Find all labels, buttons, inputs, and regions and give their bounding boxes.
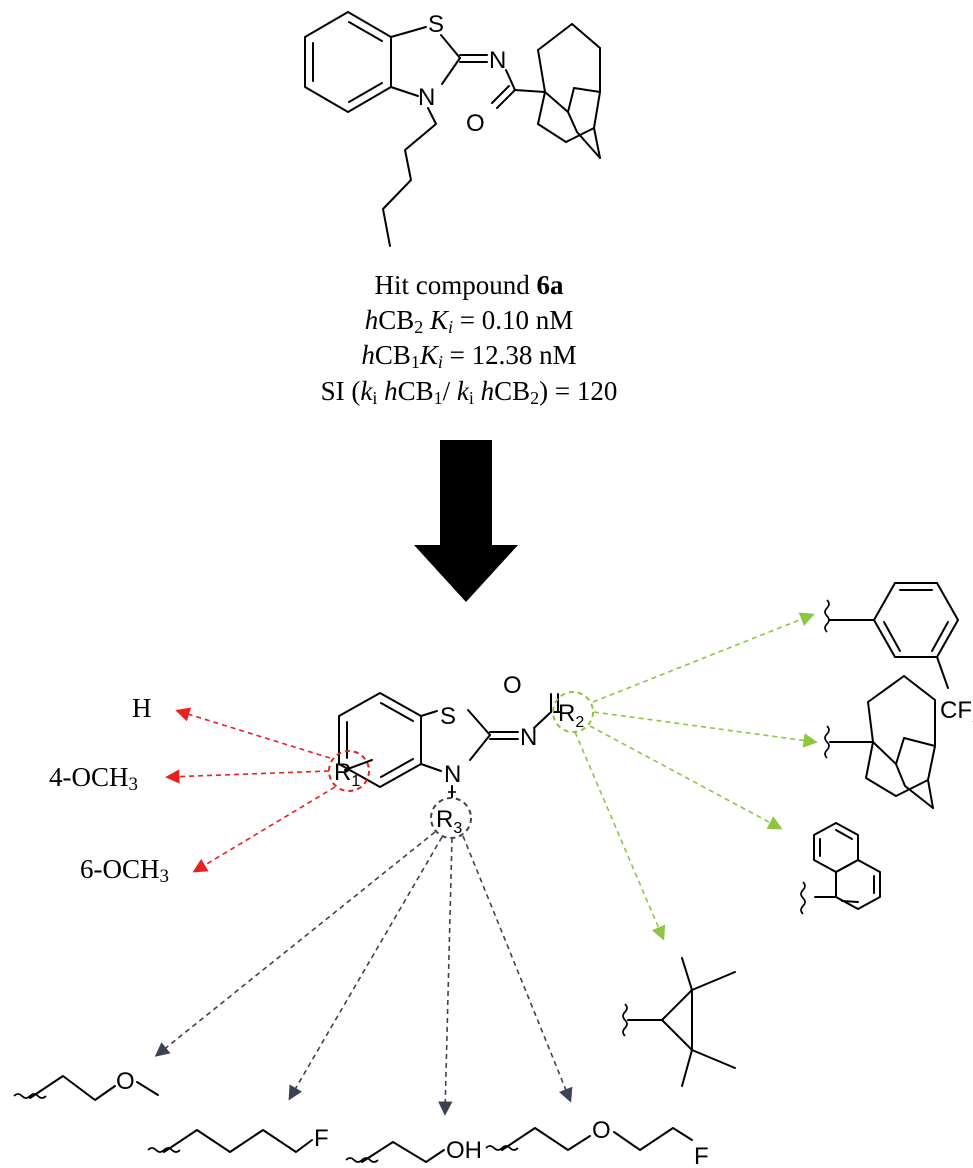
r3-arrow-fluoropentyl xyxy=(288,836,443,1101)
selectivity-index: SI (ki hCB1/ ki hCB2) = 120 xyxy=(321,376,618,408)
r3-arrow-methoxyethyl xyxy=(154,831,436,1057)
attachment-wavy-bond xyxy=(485,1145,519,1151)
r3-option-methoxyethyl: O xyxy=(13,1068,159,1101)
hydroxyl-label: OH xyxy=(446,1137,482,1164)
r3-arrow-fluoroethoxyethyl xyxy=(462,835,573,1103)
fluorine-atom: F xyxy=(314,1125,329,1152)
carbonyl-bond xyxy=(491,85,510,104)
cf3-label: CF3 xyxy=(940,697,973,728)
hit-compound-structure: S N N O xyxy=(304,11,601,247)
r2-option-tetramethylcyclopropyl xyxy=(622,957,736,1087)
r1-arrows xyxy=(165,707,336,873)
bond xyxy=(420,763,442,772)
r3-label: R3 xyxy=(436,806,462,837)
r1-option-6-och3: 6-OCH3 xyxy=(80,854,169,887)
bond xyxy=(420,710,438,717)
attachment-wavy-bond xyxy=(13,1093,47,1099)
r2-arrow-naphthyl xyxy=(589,725,783,830)
pentyl-chain xyxy=(382,107,437,247)
attachment-wavy-bond xyxy=(345,1157,379,1163)
bond xyxy=(514,89,546,93)
hcb1-ki-value: hCB1Ki = 12.38 nM xyxy=(361,340,576,372)
r1-option-h: H xyxy=(132,693,152,723)
aromatic-bond xyxy=(348,82,383,103)
aromatic-bond xyxy=(380,702,414,722)
aromatic-bond xyxy=(348,21,383,42)
scaffold-nitrogen-atom: N xyxy=(444,761,461,788)
bond xyxy=(390,26,427,38)
r1-label: R1 xyxy=(334,759,360,790)
bond xyxy=(390,86,419,97)
bond xyxy=(440,34,461,59)
r3-arrow-hydroxyethyl xyxy=(438,837,453,1116)
scaffold-imine-nitrogen-atom: N xyxy=(520,724,537,751)
r2-label: R2 xyxy=(558,700,584,731)
hit-compound-title: Hit compound 6a xyxy=(375,270,565,300)
r3-option-hydroxyethyl: OH xyxy=(345,1137,482,1164)
r1-attachment-bond xyxy=(344,759,373,771)
scaffold-oxygen-atom: O xyxy=(503,672,522,699)
attachment-wavy-bond xyxy=(800,881,806,915)
bond xyxy=(505,69,516,91)
bond xyxy=(469,734,491,761)
nitrogen-atom: N xyxy=(418,84,435,111)
oxygen-atom: O xyxy=(466,110,485,137)
r3-option-fluoroethoxyethyl: O F xyxy=(485,1117,709,1168)
sulfur-atom: S xyxy=(428,11,444,38)
bond xyxy=(441,57,461,85)
r1-highlight-circle xyxy=(328,750,370,792)
r2-option-adamantyl xyxy=(824,675,936,809)
attachment-wavy-bond xyxy=(622,1003,628,1037)
bond xyxy=(467,709,491,736)
r2-arrow-cyclopropyl xyxy=(574,731,666,941)
attachment-wavy-bond xyxy=(147,1147,181,1153)
scaffold-sulfur-atom: S xyxy=(440,703,456,730)
r1-arrow-h xyxy=(175,707,331,759)
fluorine-atom: F xyxy=(694,1143,709,1168)
hcb2-ki-value: hCB2 Ki = 0.10 nM xyxy=(365,305,574,337)
scaffold-structure: S N N O xyxy=(338,672,561,798)
compound-id: 6a xyxy=(537,270,565,300)
r2-highlight-circle xyxy=(552,691,594,733)
adamantane xyxy=(537,23,601,159)
benzene-ring xyxy=(304,11,392,113)
r3-arrows xyxy=(154,831,573,1116)
oxygen-atom: O xyxy=(116,1068,135,1095)
r2-arrow-adamantyl xyxy=(593,711,818,748)
imine-nitrogen-atom: N xyxy=(489,47,506,74)
attachment-wavy-bond xyxy=(824,725,830,759)
r1-option-4-och3: 4-OCH3 xyxy=(49,762,138,795)
r2-option-naphthyl xyxy=(800,822,881,915)
r3-highlight-circle xyxy=(430,797,472,839)
r1-arrow-6-och3 xyxy=(192,786,336,873)
oxygen-atom: O xyxy=(592,1117,611,1144)
r1-arrow-4-och3 xyxy=(165,769,330,784)
carbonyl-bond xyxy=(496,89,516,109)
r2-option-trifluoromethylphenyl: CF3 xyxy=(824,582,973,728)
aromatic-bond xyxy=(380,758,414,778)
r3-option-fluoropentyl: F xyxy=(147,1125,329,1153)
attachment-wavy-bond xyxy=(824,599,830,633)
r2-arrow-cf3-phenyl xyxy=(592,612,815,703)
r2-arrows xyxy=(574,612,818,941)
bond xyxy=(533,711,552,729)
down-arrow-icon xyxy=(414,440,518,602)
